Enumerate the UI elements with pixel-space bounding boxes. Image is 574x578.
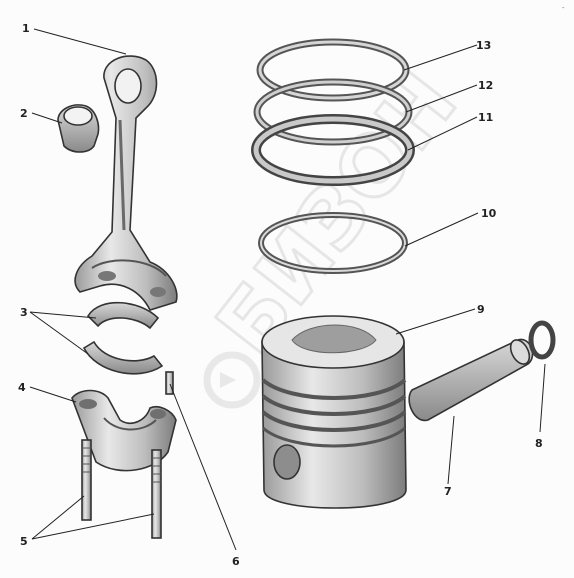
leader-5a (31, 495, 85, 540)
leader-10 (404, 212, 479, 247)
piston-ring-11 (251, 114, 415, 186)
rod-cap (71, 389, 177, 472)
callout-8: 8 (535, 437, 543, 450)
rod-bolts (81, 439, 162, 539)
callout-11: 11 (478, 111, 493, 124)
leader-1 (33, 28, 127, 55)
leader-lines (29, 28, 546, 551)
watermark-logo-arrow (220, 372, 236, 388)
piston-ring-13 (256, 38, 410, 102)
leader-9 (395, 308, 476, 335)
leader-8 (539, 363, 546, 433)
leader-5b (31, 513, 155, 540)
leader-2 (31, 112, 63, 124)
bearing-shells (82, 301, 164, 375)
leader-12 (405, 84, 478, 113)
piston-ring-10 (258, 212, 408, 274)
callout-13: 13 (476, 39, 491, 52)
leader-13 (403, 44, 478, 71)
callout-1: 1 (22, 22, 30, 35)
bolt-pin (165, 371, 174, 395)
piston-ring-12 (253, 78, 413, 146)
callout-4: 4 (18, 381, 26, 394)
leader-4 (29, 386, 77, 403)
leader-6 (169, 383, 237, 551)
callout-labels: 1 2 3 4 5 6 7 8 9 10 11 12 13 (18, 22, 543, 568)
callout-7: 7 (444, 485, 452, 498)
bushing (57, 104, 100, 153)
callout-12: 12 (478, 79, 493, 92)
leader-7 (447, 415, 455, 485)
piston-pin (408, 338, 534, 422)
callout-2: 2 (20, 107, 28, 120)
leader-3b (29, 311, 89, 355)
callout-5: 5 (20, 535, 28, 548)
snap-ring (528, 320, 556, 360)
leader-11 (407, 116, 478, 151)
watermark-logo-ring (203, 351, 261, 409)
connecting-rod (74, 55, 178, 311)
callout-6: 6 (232, 555, 240, 568)
callout-9: 9 (477, 303, 485, 316)
corner-mark: - (562, 4, 565, 12)
callout-10: 10 (481, 207, 497, 220)
leader-3a (29, 311, 97, 319)
piston (261, 315, 407, 509)
callout-3: 3 (20, 306, 28, 319)
